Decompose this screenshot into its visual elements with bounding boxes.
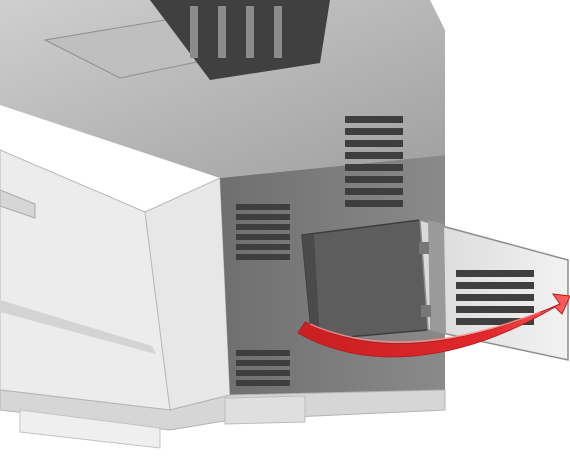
door-hinge-bottom — [421, 305, 431, 317]
top-rib-4 — [274, 6, 282, 58]
open-direction-arrow — [297, 293, 570, 358]
arrow-highlight — [309, 311, 541, 343]
printer-foot-left — [19, 409, 161, 449]
side-vent-group-upper-left — [236, 204, 290, 260]
top-rib-2 — [218, 6, 226, 58]
access-opening — [301, 219, 429, 341]
printer-foot-right — [224, 395, 306, 425]
front-handle-recess — [0, 189, 36, 219]
door-vents — [456, 270, 534, 325]
side-vent-group-lower-left — [236, 350, 290, 386]
door-hinge-top — [419, 242, 429, 254]
top-rib-1 — [190, 6, 198, 58]
side-vent-group-upper-right — [345, 116, 403, 207]
door-hinge-panel — [428, 220, 446, 334]
front-paper-tray-line — [0, 300, 156, 354]
opening-left-edge — [302, 234, 320, 340]
top-rib-3 — [246, 6, 254, 58]
